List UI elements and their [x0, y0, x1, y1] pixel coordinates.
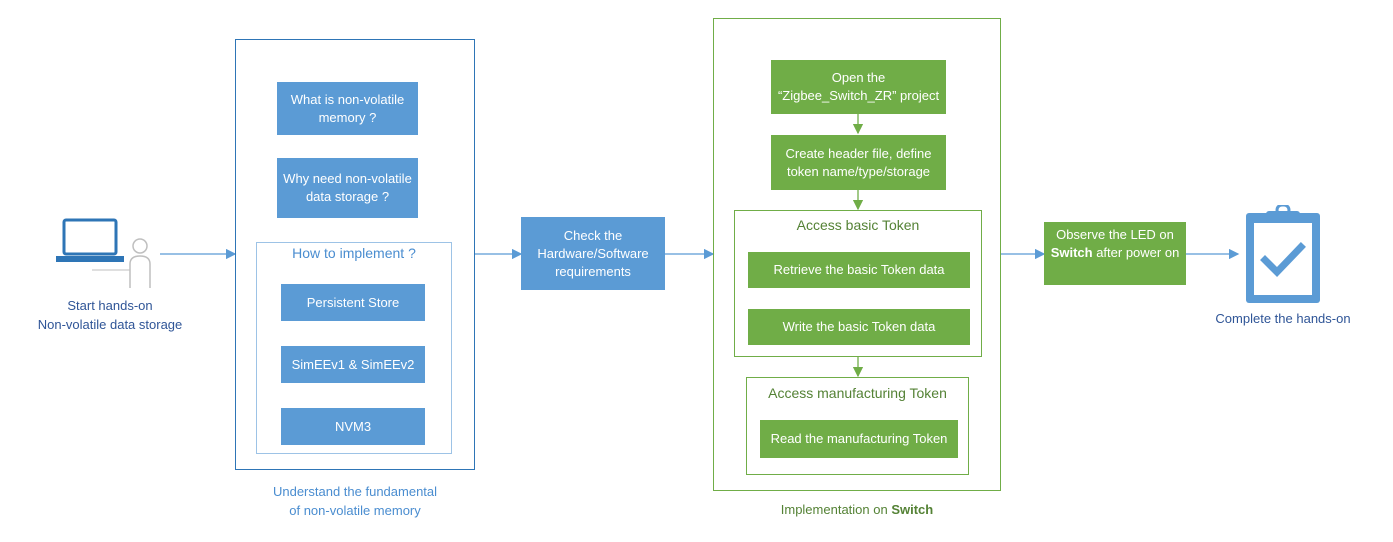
complete-label: Complete the hands-on — [1215, 311, 1351, 326]
clipboard-check-icon — [1246, 205, 1320, 303]
write-token-box[interactable]: Write the basic Token data — [748, 309, 970, 345]
observe-led-box[interactable]: Observe the LED on Switch after power on — [1044, 222, 1186, 285]
what-is-nvm-box[interactable]: What is non-volatile memory ? — [277, 82, 418, 135]
why-need-nvm-box[interactable]: Why need non-volatile data storage ? — [277, 158, 418, 218]
observe-led-suffix: after power on — [1092, 245, 1180, 260]
open-project-box[interactable]: Open the “Zigbee_Switch_ZR” project — [771, 60, 946, 114]
understand-frame — [235, 39, 475, 470]
access-basic-token-title: Access basic Token — [796, 217, 920, 233]
create-header-box[interactable]: Create header file, define token name/ty… — [771, 135, 946, 190]
implementation-frame — [713, 18, 1001, 491]
understand-caption-line1: Understand the fundamental — [272, 484, 438, 499]
start-label-line2: Non-volatile data storage — [37, 317, 183, 332]
how-to-implement-title: How to implement ? — [292, 245, 416, 261]
laptop-user-icon — [56, 218, 151, 288]
observe-led-prefix: Observe the LED on — [1056, 227, 1174, 242]
how-to-implement-frame — [256, 242, 452, 454]
check-requirements-box[interactable]: Check the Hardware/Software requirements — [521, 217, 665, 290]
simeev-box[interactable]: SimEEv1 & SimEEv2 — [281, 346, 425, 383]
access-manufacturing-token-frame — [746, 377, 969, 475]
start-label-line1: Start hands-on — [67, 298, 153, 313]
retrieve-token-box[interactable]: Retrieve the basic Token data — [748, 252, 970, 288]
persistent-store-box[interactable]: Persistent Store — [281, 284, 425, 321]
implementation-caption-bold: Switch — [891, 502, 934, 517]
understand-caption: Understand the fundamental of non-volati… — [220, 482, 490, 520]
observe-led-bold: Switch — [1050, 245, 1093, 260]
access-basic-token-frame — [734, 210, 982, 357]
read-manufacturing-token-box[interactable]: Read the manufacturing Token — [760, 420, 958, 458]
start-label: Start hands-on Non-volatile data storage — [10, 296, 210, 334]
implementation-caption-prefix: Implementation on — [780, 502, 892, 517]
implementation-caption: Implementation on Switch — [713, 500, 1001, 519]
access-manufacturing-token-title: Access manufacturing Token — [768, 385, 947, 401]
nvm3-box[interactable]: NVM3 — [281, 408, 425, 445]
understand-caption-line2: of non-volatile memory — [289, 503, 421, 518]
